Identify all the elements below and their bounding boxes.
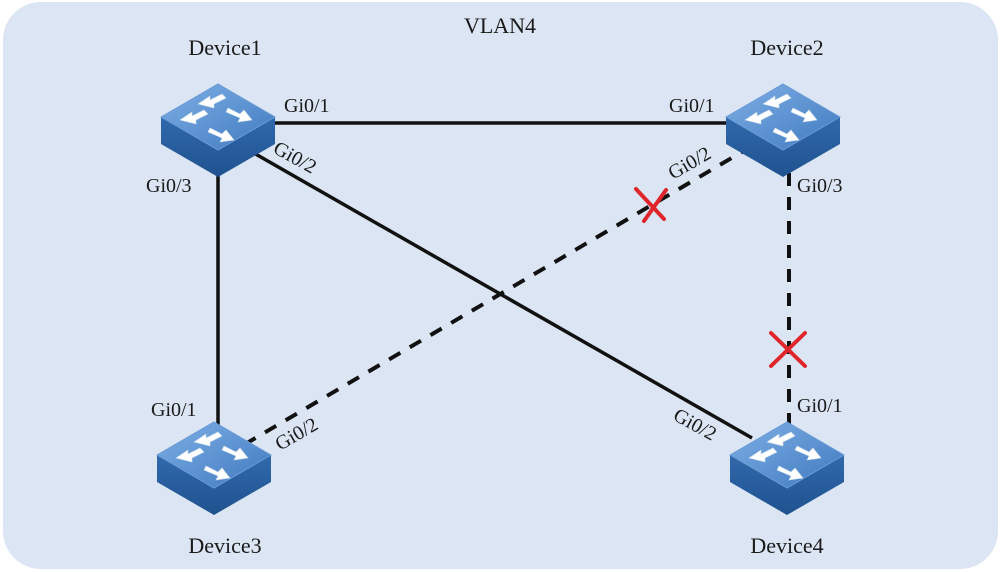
links [216, 121, 791, 445]
port-label-d2-gi0-1: Gi0/1 [669, 95, 715, 117]
device1-switch[interactable] [160, 83, 276, 178]
port-label-d1-gi0-2: Gi0/2 [270, 137, 321, 178]
device4-label: Device4 [750, 533, 823, 558]
port-label-d2-gi0-3: Gi0/3 [797, 175, 843, 197]
blocked-x-icon-stroke [642, 188, 668, 223]
switch-icon [160, 83, 276, 178]
port-label-d1-gi0-1: Gi0/1 [284, 95, 330, 117]
device2-switch[interactable] [725, 83, 841, 178]
blocked-port-d2-gi0-3 [769, 331, 807, 368]
port-label-d1-gi0-3: Gi0/3 [146, 175, 192, 197]
port-label-d4-gi0-2: Gi0/2 [670, 404, 721, 445]
device3-switch[interactable] [156, 421, 272, 516]
link-d2-d3 [245, 144, 754, 445]
blocked-x-icon-stroke [769, 331, 807, 368]
vlan-title: VLAN4 [464, 13, 536, 38]
blocked-port-d2-gi0-2 [634, 187, 668, 223]
switch-icon [725, 83, 841, 178]
device3-label: Device3 [188, 533, 261, 558]
blocked-x-icon [634, 187, 666, 221]
device1-label: Device1 [188, 35, 261, 60]
port-label-d3-gi0-2: Gi0/2 [272, 413, 322, 455]
device2-label: Device2 [750, 35, 823, 60]
switch-icon [156, 421, 272, 516]
port-label-d4-gi0-1: Gi0/1 [797, 395, 843, 417]
port-label-d2-gi0-2: Gi0/2 [665, 142, 715, 184]
port-label-d3-gi0-1: Gi0/1 [151, 399, 197, 421]
